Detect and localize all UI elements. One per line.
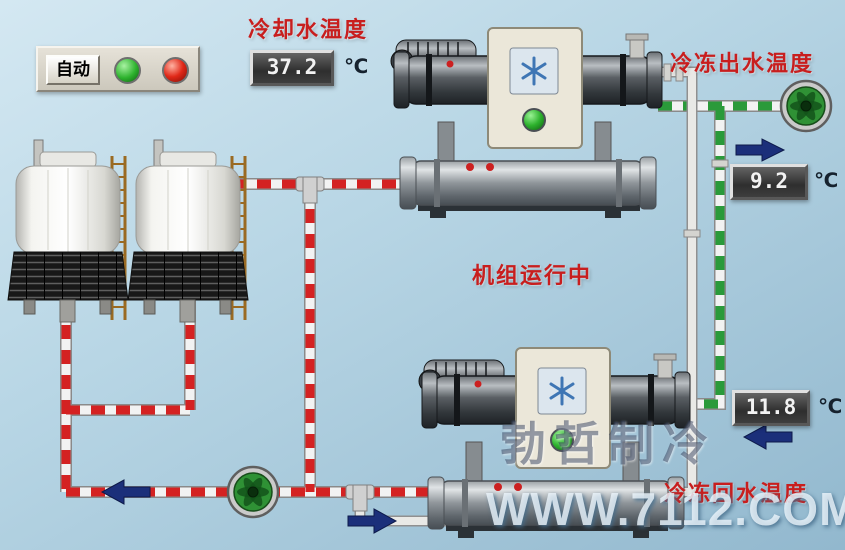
chilled-water-pump-icon bbox=[779, 79, 833, 133]
tee-fitting-bottom bbox=[345, 484, 375, 512]
watermark-cn: 勃哲制冷 bbox=[500, 418, 716, 470]
stop-lamp-red bbox=[162, 57, 189, 84]
chiller-1 bbox=[389, 26, 664, 220]
cooling-tower-2 bbox=[126, 138, 250, 324]
unit-running-status: 机组运行中 bbox=[472, 263, 593, 288]
tee-fitting-top bbox=[295, 176, 325, 204]
chilled-outlet-temp-display: 9.2 bbox=[730, 164, 808, 200]
pipe-chilled-supply bbox=[658, 100, 784, 410]
chilled-outlet-temp-label: 冷冻出水温度 bbox=[670, 51, 815, 76]
chilled-return-temp-label: 冷冻回水温度 bbox=[664, 481, 809, 506]
run-lamp-green bbox=[114, 57, 141, 84]
chilled-outlet-temp-unit: ℃ bbox=[814, 170, 839, 192]
cooling-water-temp-unit: ℃ bbox=[344, 56, 369, 78]
flow-arrow-bottom-right bbox=[347, 508, 398, 534]
cooling-water-temp-label: 冷却水温度 bbox=[248, 17, 369, 42]
cooling-water-pump-icon bbox=[226, 465, 280, 519]
pipe-flanges bbox=[663, 63, 729, 238]
mode-control-panel: 自动 bbox=[36, 46, 200, 92]
cooling-water-temp-display: 37.2 bbox=[250, 50, 334, 86]
flow-arrow-outlet-right bbox=[735, 138, 786, 162]
chilled-return-temp-display: 11.8 bbox=[732, 390, 810, 426]
cooling-tower-1 bbox=[6, 138, 130, 324]
chilled-return-temp-unit: ℃ bbox=[818, 396, 843, 418]
watermark-url: WWW.7112.COM bbox=[486, 483, 845, 535]
flow-arrow-return-left bbox=[742, 424, 793, 450]
auto-mode-button[interactable]: 自动 bbox=[46, 55, 100, 85]
flow-arrow-cooling-left bbox=[100, 479, 151, 505]
pipe-cooling-water bbox=[60, 178, 430, 498]
